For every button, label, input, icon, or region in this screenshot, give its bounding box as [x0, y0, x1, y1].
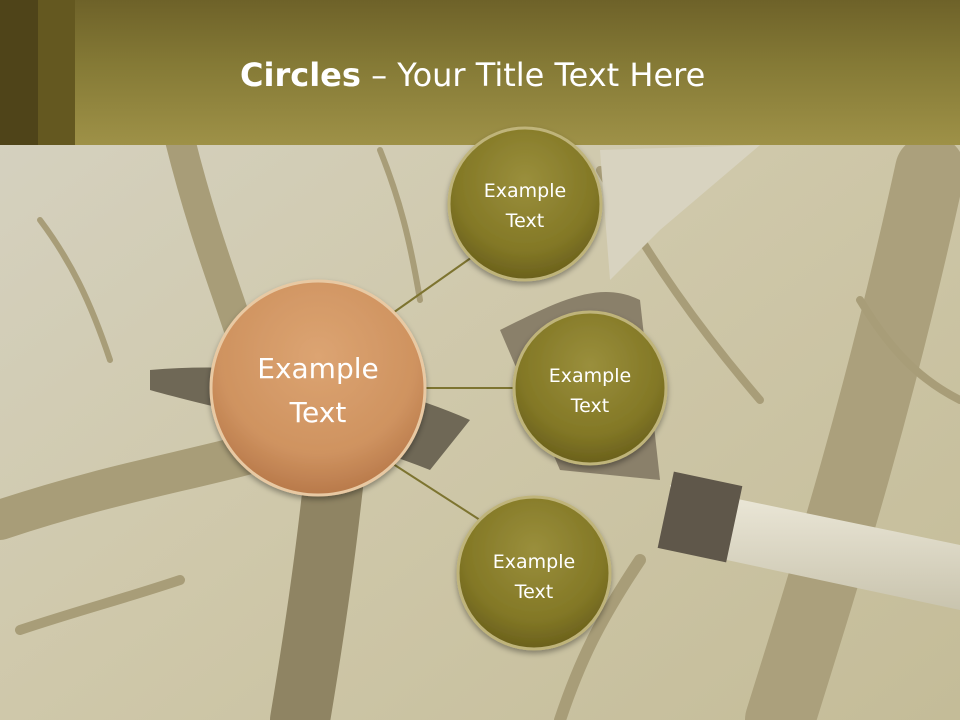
title-bar: Circles – Your Title Text Here: [0, 0, 960, 145]
satellite-bottom-line1: Example: [493, 551, 575, 573]
connector-top: [389, 254, 476, 316]
slide-title-rest: Your Title Text Here: [397, 56, 706, 94]
header-stripe-dark: [0, 0, 38, 145]
satellite-middle-line1: Example: [549, 365, 631, 387]
satellite-circle-bottom[interactable]: Example Text: [456, 495, 612, 651]
satellite-circle-middle[interactable]: Example Text: [512, 310, 668, 466]
satellite-top-line1: Example: [484, 180, 566, 202]
center-circle-line1: Example: [257, 352, 378, 385]
slide-title-separator: –: [360, 56, 398, 94]
slide-title[interactable]: Circles – Your Title Text Here: [240, 56, 705, 94]
satellite-bottom-line2: Text: [514, 581, 553, 603]
center-circle-line2: Text: [289, 396, 347, 429]
satellite-top-line2: Text: [505, 210, 544, 232]
satellite-circle-top[interactable]: Example Text: [447, 126, 603, 282]
header-stripe-mid: [38, 0, 75, 145]
slide-title-bold: Circles: [240, 56, 361, 94]
satellite-middle-line2: Text: [570, 395, 609, 417]
center-circle[interactable]: Example Text: [209, 279, 427, 497]
connector-bottom: [389, 461, 481, 521]
